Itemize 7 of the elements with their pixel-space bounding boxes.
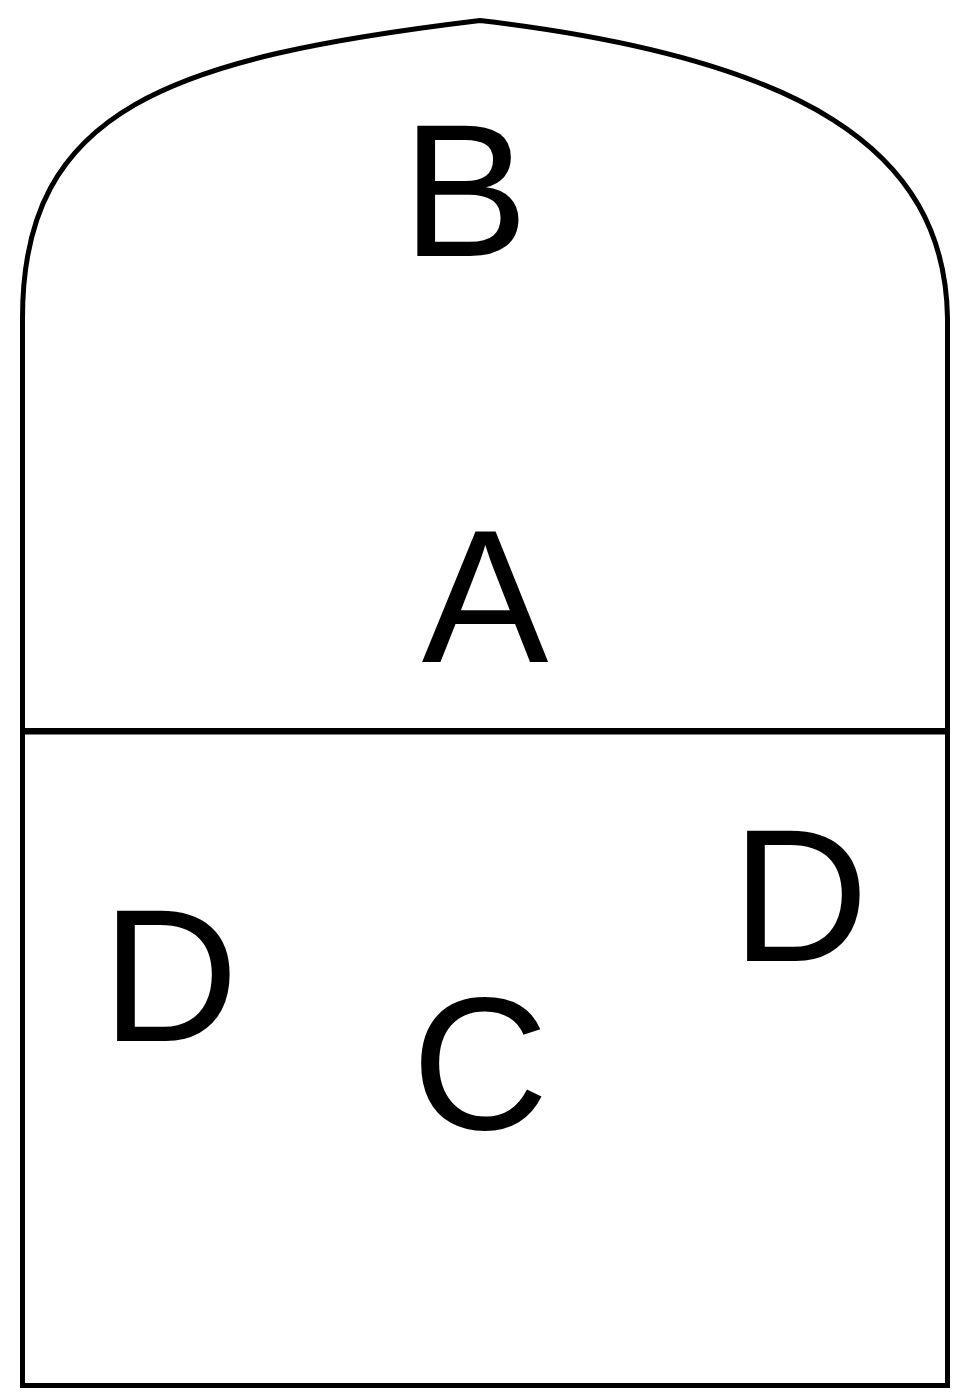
region-letter: D (101, 880, 239, 1070)
rectangular-region (20, 728, 950, 1388)
region-letter: B (401, 95, 529, 285)
region-letter: C (411, 968, 549, 1158)
region-letter: A (421, 501, 549, 691)
arched-region (20, 18, 950, 732)
region-letter: D (731, 800, 869, 990)
